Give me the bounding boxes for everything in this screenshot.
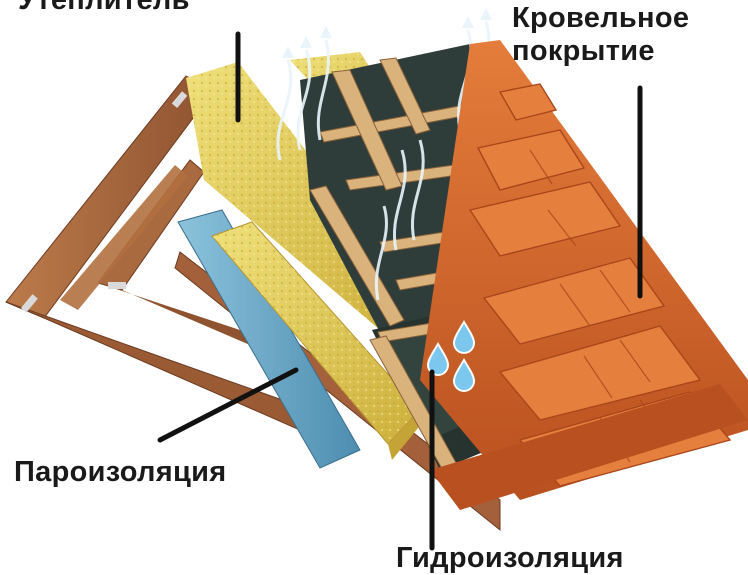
airflow-arrowheads xyxy=(282,8,492,58)
label-roofing: Кровельное покрытие xyxy=(512,2,689,69)
leader-vapor xyxy=(157,367,299,443)
label-roofing-line2: покрытие xyxy=(512,35,655,68)
insulation-slab-lower xyxy=(211,221,421,460)
roof-diagram: Утеплитель Кровельное покрытие Пароизоля… xyxy=(5,0,748,574)
label-insulation: Утеплитель xyxy=(18,0,190,16)
roof-illustration xyxy=(5,8,748,551)
watermark: Avito xyxy=(586,493,660,525)
vapor-barrier-film xyxy=(177,209,361,469)
leader-lines xyxy=(157,31,643,551)
label-roofing-line1: Кровельное xyxy=(512,2,690,34)
label-waterproofing-partial: Гидроизоляция xyxy=(396,542,624,574)
truss-frame xyxy=(5,75,301,431)
water-drop-icon xyxy=(426,320,476,392)
roof-tiles xyxy=(420,40,748,510)
label-vapor-barrier: Пароизоляция xyxy=(14,456,227,488)
